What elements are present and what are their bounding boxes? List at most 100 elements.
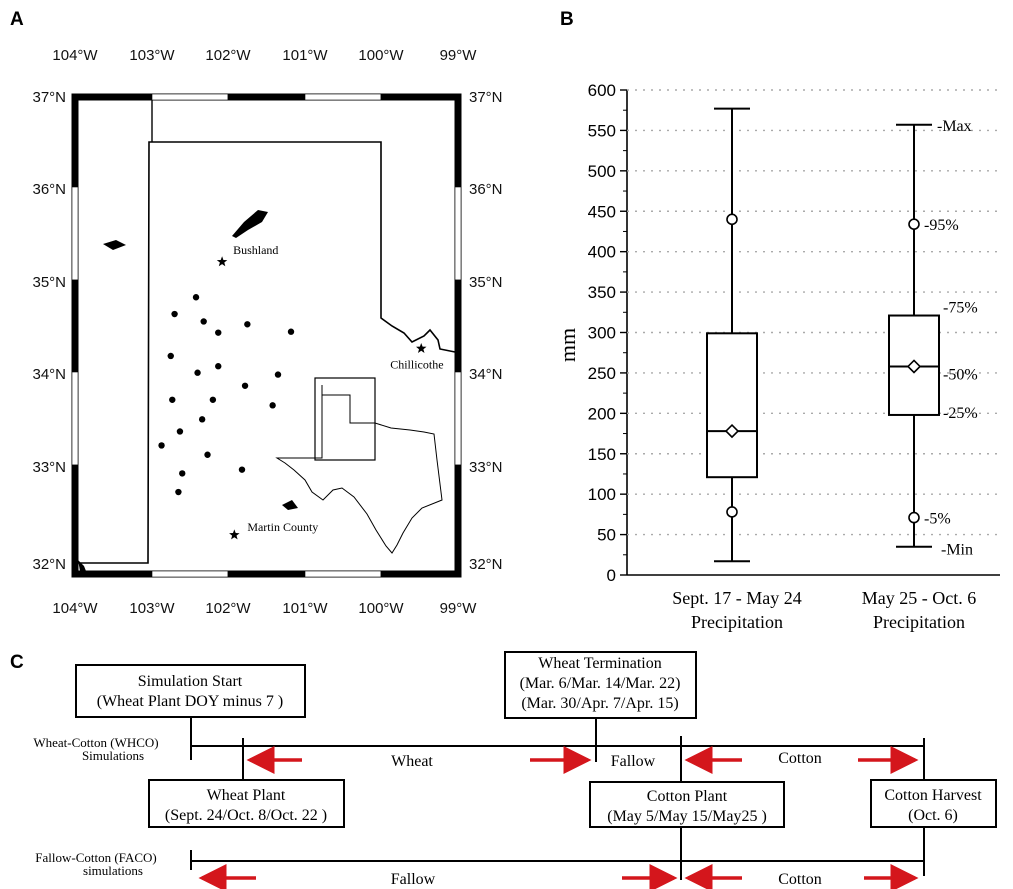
lat-label: 33°N: [469, 459, 503, 476]
weather-station-dot: [194, 369, 201, 376]
lat-label: 37°N: [469, 89, 503, 106]
box-median-diamond: [906, 359, 922, 374]
box-cotton-plant-detail: (May 5/May 15/May25 ): [607, 808, 767, 825]
map-border-segment: [454, 464, 462, 578]
box-annotation: -75%: [943, 300, 978, 317]
lon-label: 100°W: [358, 47, 404, 64]
weather-station-dot: [269, 402, 276, 409]
texas-inset-map: [275, 377, 443, 554]
map-frame-inner: [77, 99, 456, 572]
lon-label: 103°W: [129, 600, 175, 617]
station-star-icon: [416, 343, 427, 353]
map-border-segment: [71, 371, 79, 466]
weather-station-dot: [175, 488, 182, 496]
station-label: Martin County: [247, 520, 318, 534]
y-tick-label: 0: [607, 566, 616, 585]
weather-station-dot: [215, 329, 222, 336]
box-simulation-start-title: Simulation Start: [138, 673, 243, 690]
study-area-box: [314, 377, 376, 461]
box-p95-circle: [908, 218, 920, 230]
y-axis-label: mm: [555, 328, 580, 362]
x-category-label: Precipitation: [691, 612, 783, 632]
map-border-segment: [151, 93, 229, 101]
box-wheat-termination-line2: (Mar. 30/Apr. 7/Apr. 15): [521, 695, 678, 712]
lake-shape: [103, 240, 126, 250]
weather-station-dot: [171, 310, 178, 318]
lon-label: 101°W: [282, 600, 328, 617]
weather-station-dot: [238, 466, 246, 473]
lat-label: 36°N: [469, 181, 503, 198]
red-arrows: [198, 746, 919, 889]
x-category-label: May 25 - Oct. 6: [862, 588, 976, 608]
lat-label: 32°N: [32, 556, 66, 573]
box-cotton-plant: [589, 781, 785, 828]
map-border-segment: [74, 570, 153, 578]
panel-label-b: B: [560, 9, 574, 30]
map-border-segment: [304, 93, 382, 101]
map-border-segment: [454, 93, 462, 188]
y-tick-label: 450: [588, 202, 616, 221]
lat-label: 34°N: [32, 366, 66, 383]
station-star-icon: [229, 529, 240, 540]
box-wheat-plant: [148, 779, 345, 828]
lat-label: 36°N: [32, 181, 66, 198]
station-label: Bushland: [233, 243, 278, 257]
lon-labels-top: 104°W 103°W 102°W 101°W 100°W 99°W: [52, 47, 477, 64]
box-annotations: -Max-95%-75%-50%-25%-5%-Min: [924, 118, 978, 559]
y-tick-label: 500: [588, 162, 616, 181]
station-star-icon: [216, 256, 228, 267]
row-label-whco-sub: Simulations: [82, 748, 144, 763]
segment-label-wheat: Wheat: [391, 753, 433, 770]
row-label-faco-sub: simulations: [83, 863, 143, 878]
panel-label-c: C: [10, 652, 24, 673]
panel-label-a: A: [10, 9, 24, 30]
box-cotton-harvest-title: Cotton Harvest: [884, 787, 982, 804]
box-p95-circle: [726, 213, 738, 226]
weather-station-dot: [215, 363, 222, 370]
y-tick-label: 550: [588, 121, 616, 140]
box-annotation: -Max: [937, 118, 972, 135]
box-median-diamond: [724, 423, 740, 439]
y-tick-label: 50: [597, 526, 616, 545]
map-border-segment: [71, 93, 79, 188]
weather-station-dot: [179, 470, 186, 477]
lat-label: 33°N: [32, 459, 66, 476]
lon-label: 99°W: [440, 47, 478, 64]
lake-shape: [232, 210, 268, 238]
row-label-whco: Wheat-Cotton (WHCO): [33, 735, 158, 750]
map-border-segment: [304, 570, 382, 578]
map-border-segment: [454, 279, 462, 373]
map-border-segment: [454, 186, 462, 281]
y-tick-label: 250: [588, 364, 616, 383]
lon-label: 103°W: [129, 47, 175, 64]
box-wheat-plant-title: Wheat Plant: [207, 787, 286, 804]
weather-station-dot: [241, 382, 249, 389]
box-wheat-termination-title: Wheat Termination: [538, 655, 661, 672]
lon-label: 100°W: [358, 600, 404, 617]
lake-shape: [282, 500, 298, 510]
box-annotation: -95%: [924, 217, 959, 234]
boundary-corner: [78, 560, 86, 571]
map-border-segment: [151, 570, 229, 578]
x-category-label: Precipitation: [873, 612, 965, 632]
map-border-segment: [71, 279, 79, 373]
map-border-segment: [227, 93, 306, 101]
timeline-panel: Simulation Start (Wheat Plant DOY minus …: [33, 651, 997, 889]
box-wheat-termination: [504, 651, 697, 719]
weather-station-dot: [169, 396, 176, 403]
weather-station-dot: [274, 371, 282, 378]
lat-label: 37°N: [32, 89, 66, 106]
lat-labels-right: 37°N 36°N 35°N 34°N 33°N 32°N: [469, 89, 503, 573]
weather-station-dot: [198, 416, 206, 423]
weather-station-dot: [167, 352, 174, 360]
y-tick-label: 600: [588, 81, 616, 100]
map-border-segment: [74, 93, 153, 101]
weather-station-dot: [158, 442, 165, 449]
lat-label: 34°N: [469, 366, 503, 383]
box-iqr: [706, 332, 758, 479]
state-boundary: [78, 141, 456, 564]
